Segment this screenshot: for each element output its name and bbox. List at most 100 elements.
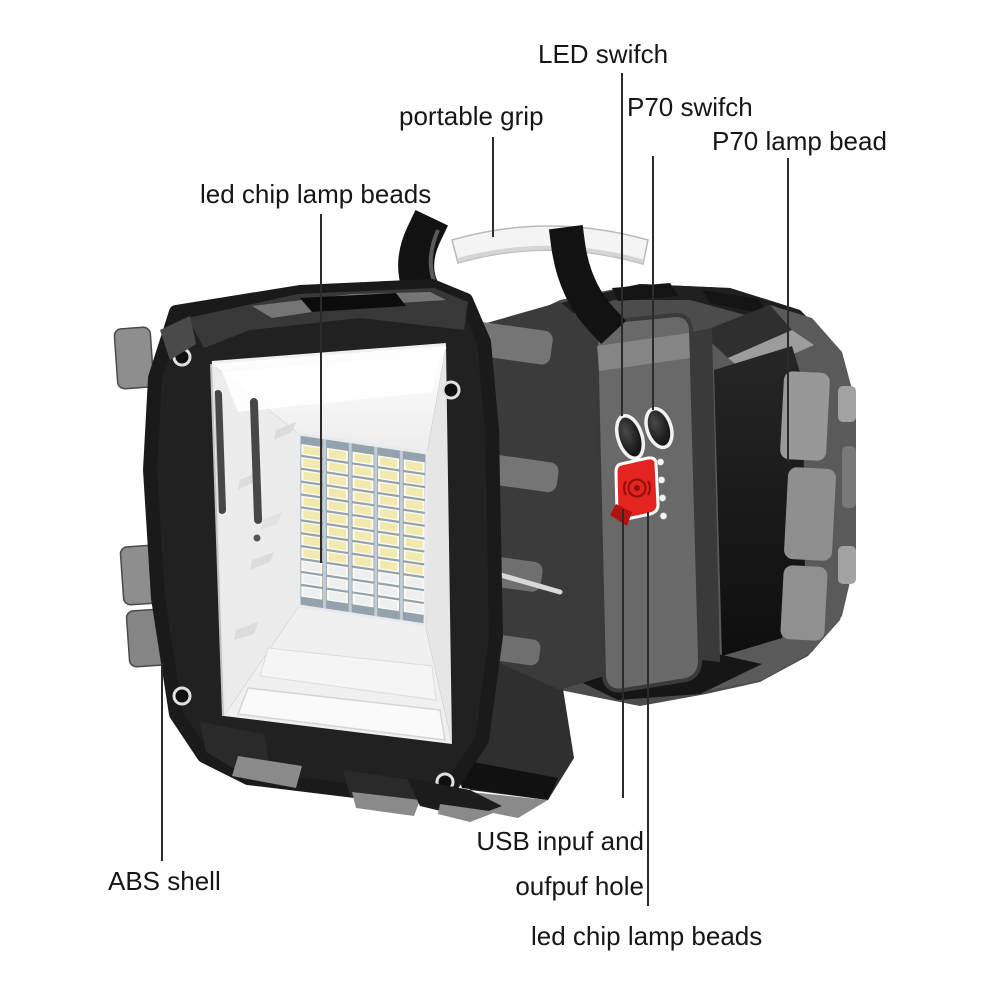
rear-side-tab	[838, 386, 856, 422]
rear-side-tab	[842, 446, 856, 508]
rear-side-plate	[780, 565, 828, 641]
foil-texture-mark	[234, 622, 258, 640]
front-foot-accent	[232, 756, 302, 788]
led-chip	[328, 488, 346, 499]
led-chip	[354, 530, 372, 542]
control-panel	[610, 406, 674, 526]
led-switch-button	[614, 414, 646, 460]
led-chip	[405, 525, 423, 536]
led-chip	[328, 578, 346, 589]
reflector-dark-slat	[249, 398, 263, 524]
top-armor-slot	[300, 293, 406, 312]
led-chip	[303, 471, 321, 482]
left-armor-tab	[113, 326, 155, 390]
label-p70-lamp-bead: P70 lamp bead	[712, 126, 887, 156]
label-abs-shell: ABS shell	[108, 866, 221, 896]
screw	[441, 380, 461, 400]
led-chip	[354, 569, 372, 580]
led-chip	[380, 482, 398, 494]
handle-strap-right	[548, 224, 627, 345]
led-chip	[354, 543, 372, 555]
label-p70-switch: P70 swifch	[627, 92, 753, 122]
panel-ring-seam	[692, 328, 720, 662]
label-led-chip-lamp-beads-bottom: led chip lamp beads	[531, 921, 763, 951]
led-chip	[328, 591, 346, 602]
led-chip	[303, 561, 321, 573]
led-chip	[303, 548, 321, 560]
front-foot-accent	[438, 804, 496, 822]
handle-grip-shade	[458, 245, 643, 264]
led-chip	[303, 458, 321, 470]
led-chip	[405, 564, 423, 575]
reflector-right-facet	[425, 346, 452, 744]
led-chip	[328, 514, 346, 525]
led-chip	[303, 445, 321, 457]
glass-rim-highlight	[210, 363, 226, 717]
label-portable-grip: portable grip	[399, 101, 544, 131]
led-chip	[354, 595, 372, 606]
led-chip	[354, 504, 372, 516]
led-chip	[405, 486, 423, 498]
led-chip	[380, 470, 398, 481]
led-chip	[303, 523, 321, 534]
foil-texture-mark	[260, 512, 282, 530]
led-chip	[354, 517, 372, 529]
led-chip	[328, 526, 346, 538]
indicator-dot	[657, 476, 666, 484]
led-chip	[303, 536, 321, 547]
led-chip	[354, 453, 372, 464]
reflector-step-band	[259, 647, 437, 701]
led-chip	[405, 499, 423, 511]
rear-bottom-band	[452, 758, 558, 800]
led-chip	[405, 538, 423, 549]
label-led-switch: LED swifch	[538, 39, 669, 69]
led-chip	[303, 587, 321, 599]
foil-texture-mark	[274, 422, 296, 440]
rear-ring-corner-dark	[700, 305, 792, 358]
reflector-dot	[253, 534, 261, 542]
led-chip	[354, 556, 372, 567]
led-chip	[380, 560, 398, 571]
led-chip	[405, 460, 423, 472]
label-usb-hole: USB inpuf and oufpuf hole	[420, 819, 644, 909]
led-chip	[328, 539, 346, 551]
rear-top-chevron	[702, 290, 770, 315]
foil-texture-mark	[250, 552, 274, 570]
led-chip	[380, 573, 398, 584]
reflector-dark-slat	[213, 390, 227, 514]
side-armor-highlight	[494, 571, 563, 595]
led-chip	[328, 475, 346, 486]
led-chip	[354, 479, 372, 490]
usb-cover-tab	[610, 504, 632, 526]
label-usb-hole-line2: oufpuf hole	[515, 871, 644, 901]
led-chip	[405, 512, 423, 523]
reflector-step-band	[236, 687, 446, 741]
led-chip	[303, 510, 321, 521]
led-chip	[405, 551, 423, 562]
led-grid	[299, 434, 427, 625]
label-led-chip-lamp-beads-left: led chip lamp beads	[200, 179, 432, 209]
screw	[172, 686, 192, 706]
led-chip	[328, 462, 346, 473]
indicator-dot	[656, 458, 665, 466]
led-chip	[328, 565, 346, 577]
led-chip	[380, 457, 398, 468]
rear-top-black-band	[540, 284, 824, 334]
led-chip	[354, 466, 372, 477]
front-foot-accent	[352, 792, 420, 816]
front-corner-foot	[407, 778, 502, 818]
led-chip	[380, 495, 398, 507]
front-head	[113, 279, 503, 822]
led-chip	[354, 492, 372, 503]
led-chip	[405, 589, 423, 601]
control-panel-highlight	[597, 333, 690, 371]
indicator-dot	[659, 512, 668, 520]
led-chip	[303, 574, 321, 586]
led-chip	[303, 484, 321, 495]
handle-grip-white	[451, 225, 649, 265]
rear-side-tab	[838, 546, 856, 584]
led-chip	[380, 599, 398, 610]
usb-cover-emblem-icon	[623, 478, 651, 498]
